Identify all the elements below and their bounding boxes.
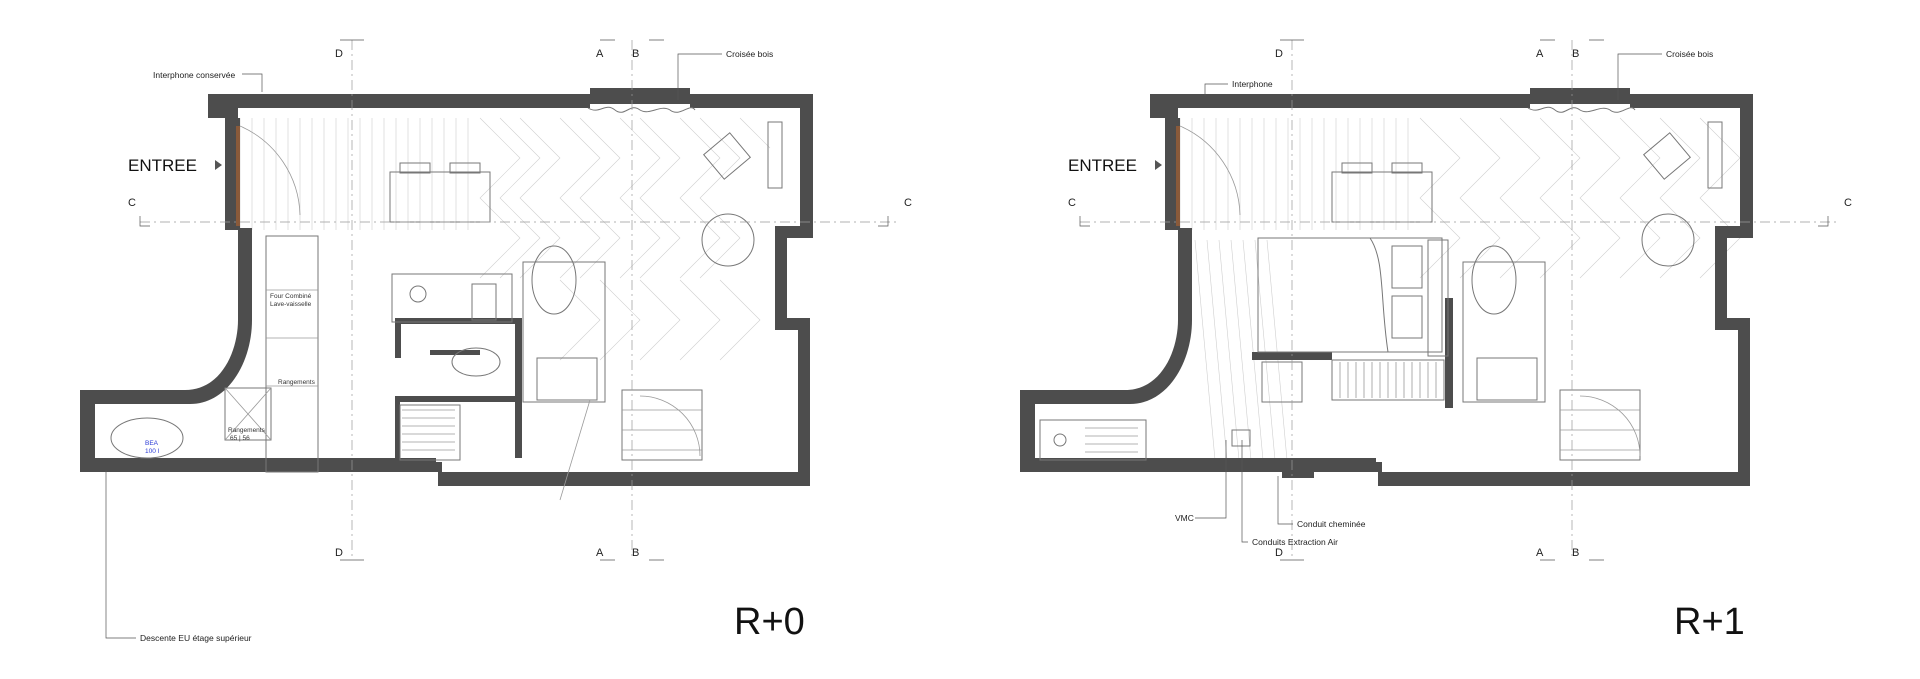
section-label-d-bottom-r0: D — [335, 547, 343, 559]
annot-vmc-r1: VMC — [1175, 513, 1194, 523]
partition-r1-2 — [1445, 298, 1453, 408]
section-lines-r1 — [1079, 39, 1840, 561]
partition-r0-3 — [515, 318, 522, 458]
floor-pattern-r1 — [1179, 117, 1741, 461]
section-label-c-left-r0: C — [128, 197, 136, 209]
entry-arrow-r1 — [1155, 160, 1162, 170]
entry-door-r1 — [1176, 126, 1180, 226]
level-label-r0: R+0 — [734, 601, 805, 643]
section-label-c-right-r0: C — [904, 197, 912, 209]
section-label-d-top-r1: D — [1275, 48, 1283, 60]
annot-croisee-r1: Croisée bois — [1666, 49, 1713, 59]
annot-rangements-1-r0: Rangements — [278, 379, 316, 386]
annot-lave-r0: Lave-vaisselle — [270, 301, 312, 308]
section-lines-r0 — [139, 39, 900, 561]
section-label-a-top-r0: A — [596, 48, 604, 60]
annot-conduit-r1: Conduit cheminée — [1297, 519, 1366, 529]
section-label-d-top-r0: D — [335, 48, 343, 60]
entry-door-r0 — [236, 126, 240, 226]
section-label-a-bottom-r0: A — [596, 547, 604, 559]
partition-r0-1 — [395, 318, 515, 324]
window-r1 — [1527, 106, 1636, 113]
section-label-b-bottom-r1: B — [1572, 547, 1579, 559]
section-label-b-top-r1: B — [1572, 48, 1579, 60]
plan-r1: D D A B A B C C ENTREE Interphone Croisé… — [1020, 39, 1852, 643]
annot-rangements-dim-r0: 65 | 56 — [230, 435, 250, 442]
annot-extraction-r1: Conduits Extraction Air — [1252, 537, 1338, 547]
furniture-r1 — [1039, 121, 1723, 461]
annot-four-r0: Four Combiné — [270, 293, 312, 300]
section-label-a-bottom-r1: A — [1536, 547, 1544, 559]
partition-r0-6 — [430, 350, 480, 355]
window-r0 — [587, 106, 696, 113]
section-label-d-bottom-r1: D — [1275, 547, 1283, 559]
exterior-wall-r1 — [1020, 88, 1753, 486]
plan-r0: D D A B A B C C ENTREE Interphone conser… — [80, 39, 912, 643]
furniture-r0 — [110, 121, 783, 501]
entry-arrow-r0 — [215, 160, 222, 170]
annot-rangements-2-r0: Rangements — [228, 427, 266, 434]
annot-interphone-r0: Interphone conservée — [153, 70, 235, 80]
annot-descente-r0: Descente EU étage supérieur — [140, 633, 252, 643]
conduit-block-r1 — [1282, 458, 1314, 478]
annot-bea-r0: BEA — [145, 440, 159, 447]
annot-croisee-r0: Croisée bois — [726, 49, 773, 59]
floor-pattern-r0 — [239, 117, 771, 361]
section-label-b-top-r0: B — [632, 48, 639, 60]
section-label-c-left-r1: C — [1068, 197, 1076, 209]
entry-label-r1: ENTREE — [1068, 156, 1137, 175]
section-label-c-right-r1: C — [1844, 197, 1852, 209]
annot-bea-vol-r0: 100 l — [145, 448, 160, 455]
entry-label-r0: ENTREE — [128, 156, 197, 175]
section-label-b-bottom-r0: B — [632, 547, 639, 559]
partition-r0-4 — [395, 396, 515, 402]
level-label-r1: R+1 — [1674, 601, 1745, 643]
partition-r0-2 — [395, 318, 401, 358]
partition-r0-5 — [395, 402, 400, 460]
annot-interphone-r1: Interphone — [1232, 79, 1273, 89]
section-label-a-top-r1: A — [1536, 48, 1544, 60]
